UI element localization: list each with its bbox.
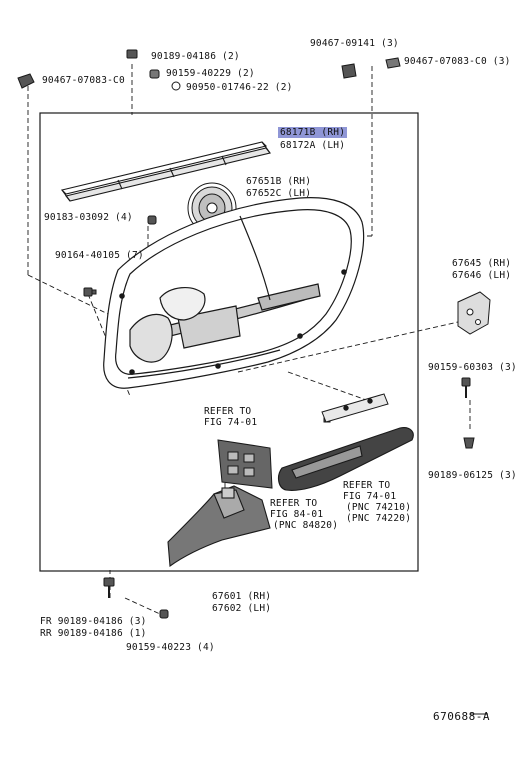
label-67652c-lh: 67652C (LH) — [246, 188, 312, 199]
refer-fig-74-01-pocket-line3: (PNC 74210) — [346, 502, 412, 513]
refer-fig-74-01-switch-line2: FIG 74-01 — [204, 417, 258, 428]
label-90183-03092: 90183-03092 (4) — [44, 212, 133, 223]
label-90159-40229: 90159-40229 (2) — [166, 68, 255, 79]
fasteners — [17, 49, 475, 619]
label-rr-90189-04186: RR 90189-04186 (1) — [40, 628, 147, 639]
refer-fig-84-01-line3: (PNC 84820) — [273, 520, 339, 531]
label-67651b-rh: 67651B (RH) — [246, 176, 312, 187]
armrest-pocket — [277, 427, 414, 491]
refer-fig-84-01-line1: REFER TO — [270, 498, 318, 509]
label-90189-06125: 90189-06125 (3) — [428, 470, 517, 481]
refer-fig-84-01-line2: FIG 84-01 — [270, 509, 324, 520]
refer-fig-74-01-pocket-line2: FIG 74-01 — [343, 491, 397, 502]
label-67602-lh: 67602 (LH) — [212, 603, 272, 614]
refer-fig-74-01-pocket-line1: REFER TO — [343, 480, 391, 491]
label-90950-01746-22: 90950-01746-22 (2) — [186, 82, 293, 93]
lower-trim-panel — [167, 485, 271, 568]
label-67601-rh: 67601 (RH) — [212, 591, 272, 602]
label-90164-40105: 90164-40105 (7) — [55, 250, 144, 261]
refer-fig-74-01-pocket-line4: (PNC 74220) — [346, 513, 412, 524]
refer-fig-74-01-switch-line1: REFER TO — [204, 406, 252, 417]
label-90467-09141: 90467-09141 (3) — [310, 38, 399, 49]
highlighted-part: 68171B (RH) — [278, 127, 348, 138]
assembly-frame — [39, 112, 419, 572]
label-90467-07083-c0-right: 90467-07083-C0 (3) — [404, 56, 511, 67]
trim-bracket — [457, 291, 491, 335]
label-90189-04186-top: 90189-04186 (2) — [151, 51, 240, 62]
label-fr-90189-04186: FR 90189-04186 (3) — [40, 616, 147, 627]
moulding-strip — [60, 141, 271, 202]
label-67646-lh: 67646 (LH) — [452, 270, 512, 281]
label-90159-40223: 90159-40223 (4) — [126, 642, 215, 653]
label-68172a-lh: 68172A (LH) — [280, 140, 346, 151]
label-90159-60303: 90159-60303 (3) — [428, 362, 517, 373]
window-switch-panel — [217, 439, 273, 489]
label-90467-07083-c0-left: 90467-07083-C0 — [42, 75, 125, 86]
label-68171b-rh: 68171B (RH) — [278, 127, 348, 138]
door-trim-board — [103, 197, 365, 389]
switch-bracket — [321, 393, 389, 423]
label-67645-rh: 67645 (RH) — [452, 258, 512, 269]
drawing-code: 670688-A — [433, 710, 490, 723]
